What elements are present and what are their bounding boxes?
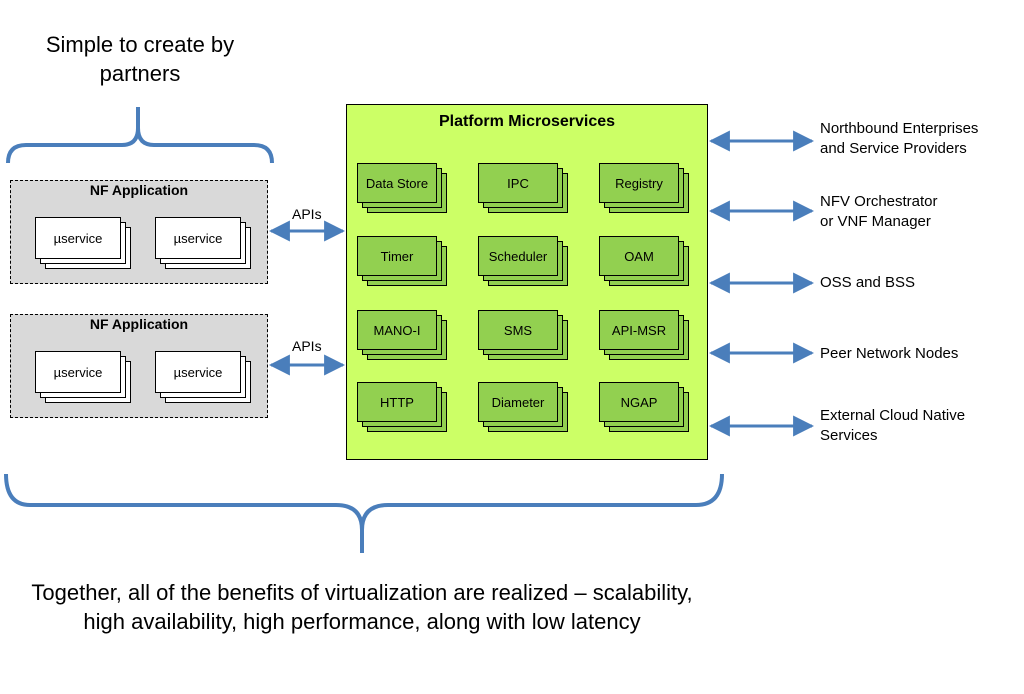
interface-label-line: or VNF Manager <box>820 213 931 230</box>
microservice-stack: µservice <box>155 351 251 403</box>
nf-application-title: NF Application <box>89 316 189 332</box>
interface-label-line: and Service Providers <box>820 140 967 157</box>
platform-service-stack: OAM <box>599 236 689 286</box>
nf-application-title: NF Application <box>89 182 189 198</box>
platform-title: Platform Microservices <box>438 113 616 130</box>
interface-label: Peer Network Nodes <box>820 344 958 364</box>
platform-service-stack: Scheduler <box>478 236 568 286</box>
microservice-stack: µservice <box>35 351 131 403</box>
interface-label-line: Services <box>820 427 878 444</box>
platform-service-label: Timer <box>380 248 414 264</box>
platform-service-stack: NGAP <box>599 382 689 432</box>
apis-label: APIs <box>292 206 322 222</box>
microservice-label: µservice <box>173 230 223 246</box>
platform-service-label: Scheduler <box>488 248 548 264</box>
platform-service-stack: SMS <box>478 310 568 360</box>
platform-service-stack: Timer <box>357 236 447 286</box>
platform-service-label: Registry <box>615 175 663 191</box>
platform-service-label: Diameter <box>491 394 545 410</box>
platform-service-label: HTTP <box>380 394 414 410</box>
platform-service-stack: Diameter <box>478 382 568 432</box>
microservice-label: µservice <box>173 364 223 380</box>
nf-application-box: NF Application µservice µservice <box>10 314 268 418</box>
platform-service-label: API-MSR <box>611 322 667 338</box>
platform-microservices-box: Platform Microservices Data Store IPC Re… <box>346 104 708 460</box>
bottom-caption: Together, all of the benefits of virtual… <box>31 580 693 634</box>
platform-service-label: NGAP <box>620 394 658 410</box>
interface-label: External Cloud Native Services <box>820 406 965 446</box>
interface-label-line: External Cloud Native <box>820 407 966 424</box>
apis-label: APIs <box>292 338 322 354</box>
platform-service-stack: Data Store <box>357 163 447 213</box>
microservice-label: µservice <box>53 364 103 380</box>
platform-service-stack: HTTP <box>357 382 447 432</box>
interface-label: NFV Orchestrator or VNF Manager <box>820 192 938 232</box>
platform-service-stack: MANO-I <box>357 310 447 360</box>
microservice-stack: µservice <box>155 217 251 269</box>
platform-service-stack: IPC <box>478 163 568 213</box>
top-brace <box>6 107 274 164</box>
interface-label: OSS and BSS <box>820 273 915 293</box>
interface-label-line: Peer Network Nodes <box>820 345 959 362</box>
interface-label: Northbound Enterprises and Service Provi… <box>820 119 978 159</box>
interface-label-line: OSS and BSS <box>820 274 916 291</box>
platform-service-stack: API-MSR <box>599 310 689 360</box>
platform-service-stack: Registry <box>599 163 689 213</box>
platform-service-label: OAM <box>624 248 654 264</box>
platform-service-label: Data Store <box>365 175 429 191</box>
bottom-brace <box>4 473 724 553</box>
microservice-stack: µservice <box>35 217 131 269</box>
platform-service-label: SMS <box>503 322 533 338</box>
top-caption: Simple to create by partners <box>45 32 235 86</box>
platform-service-label: IPC <box>507 175 529 191</box>
microservice-label: µservice <box>53 230 103 246</box>
platform-service-label: MANO-I <box>373 322 421 338</box>
interface-label-line: Northbound Enterprises <box>820 120 979 137</box>
interface-label-line: NFV Orchestrator <box>820 193 938 210</box>
nf-application-box: NF Application µservice µservice <box>10 180 268 284</box>
